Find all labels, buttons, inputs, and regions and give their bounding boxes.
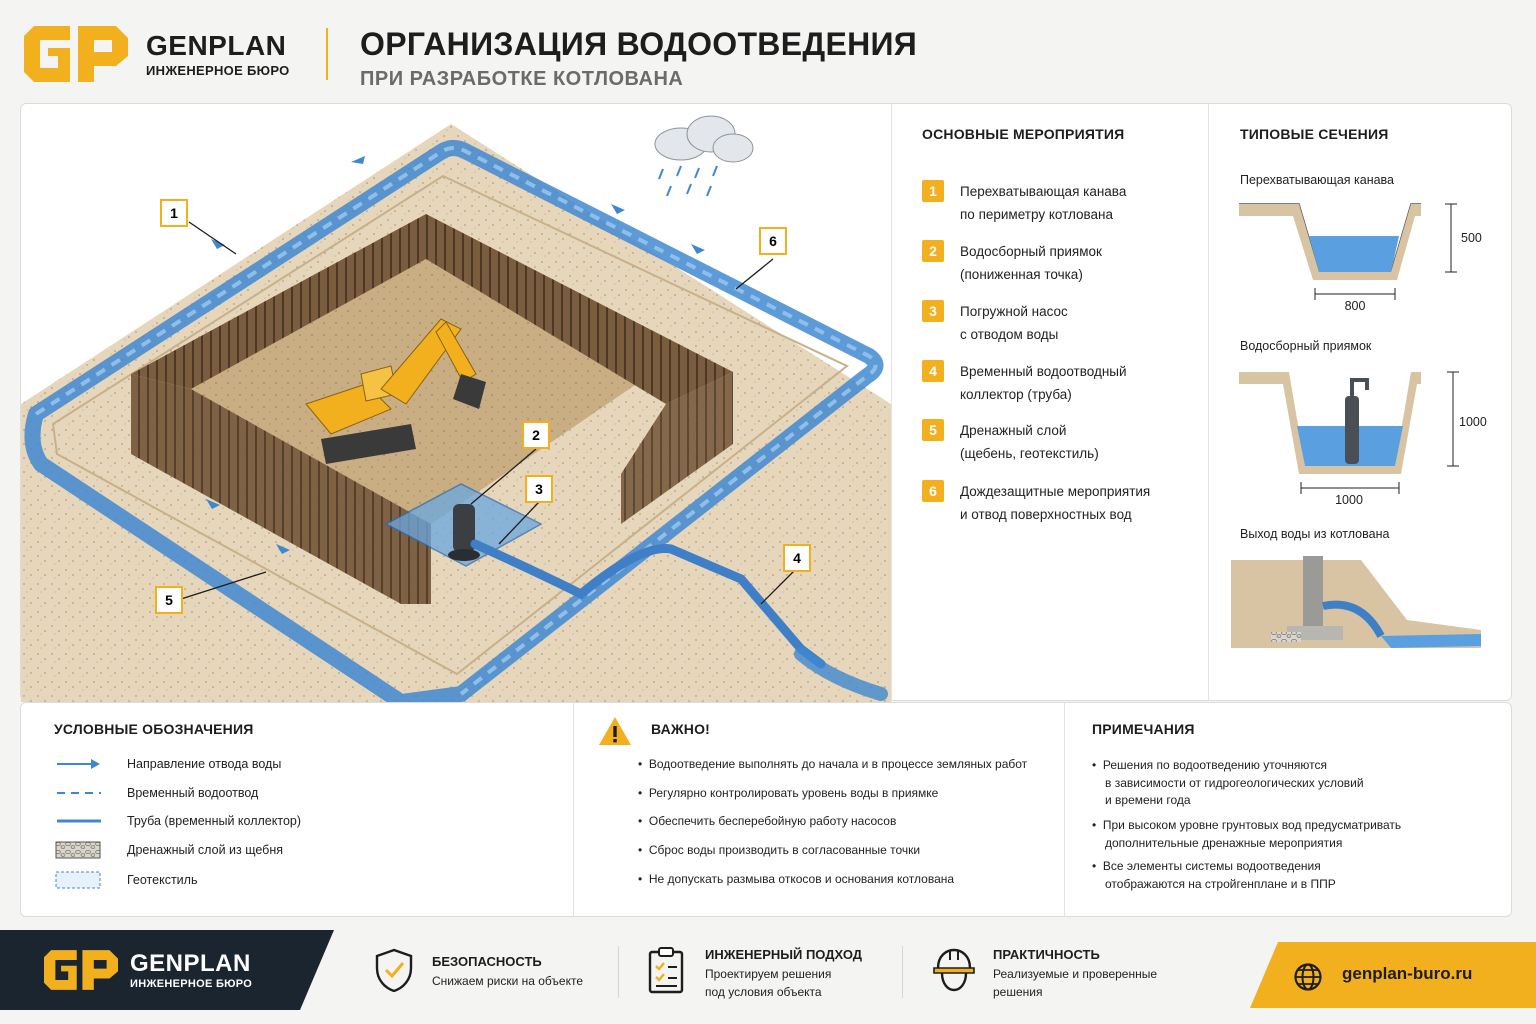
globe-icon bbox=[1294, 963, 1322, 991]
excavator-icon bbox=[305, 318, 486, 464]
feature-text: Проектируем решения под условия объекта bbox=[705, 967, 832, 999]
svg-text:3: 3 bbox=[535, 481, 543, 497]
legend-title: УСЛОВНЫЕ ОБОЗНАЧЕНИЯ bbox=[54, 721, 254, 737]
svg-text:4: 4 bbox=[793, 550, 801, 566]
column-divider bbox=[1064, 703, 1065, 916]
callout-4: 4 bbox=[783, 544, 811, 572]
notes-title: ПРИМЕЧАНИЯ bbox=[1092, 721, 1195, 737]
callout-3: 3 bbox=[525, 475, 553, 503]
checklist-icon bbox=[648, 947, 684, 994]
feature-text: Снижаем риски на объекте bbox=[432, 974, 583, 988]
page-subtitle: ПРИ РАЗРАБОТКЕ КОТЛОВАНА bbox=[360, 68, 684, 90]
dashed-line-icon bbox=[57, 792, 101, 794]
hard-hat-worker-icon bbox=[933, 948, 975, 992]
important-item: • Регулярно контролировать уровень воды … bbox=[638, 786, 939, 800]
footer-brand-subtitle: ИНЖЕНЕРНОЕ БЮРО bbox=[130, 978, 253, 990]
footer-site-block bbox=[1250, 942, 1536, 1008]
feature-divider bbox=[618, 946, 619, 998]
sump-section-drawing: 1000 1000 bbox=[1239, 371, 1487, 506]
collector-pipe bbox=[470, 539, 826, 669]
sheet-pile-wall bbox=[131, 214, 426, 389]
svg-text:5: 5 bbox=[165, 592, 173, 608]
main-panel: 1 2 3 4 5 6 ОСНОВНЫЕ МЕРОПРИЯТИЯ 1 Перехв… bbox=[20, 103, 1512, 702]
outlet-section-label: Выход воды из котлована bbox=[1240, 527, 1390, 541]
brand-name: GENPLAN bbox=[146, 30, 287, 61]
svg-text:2: 2 bbox=[532, 427, 540, 443]
geotextile-hatch-icon bbox=[55, 871, 101, 889]
header: GENPLAN ИНЖЕНЕРНОЕ БЮРО ОРГАНИЗАЦИЯ ВОДО… bbox=[0, 0, 1536, 100]
footer: GENPLAN ИНЖЕНЕРНОЕ БЮРО БЕЗОПАСНОСТЬ Сни… bbox=[0, 928, 1536, 1024]
ditch-section-drawing: 500 800 bbox=[1239, 203, 1482, 312]
warning-icon bbox=[599, 717, 631, 745]
svg-text:1000: 1000 bbox=[1335, 493, 1363, 506]
callout-6: 6 bbox=[759, 227, 787, 255]
footer-brand-block bbox=[0, 930, 334, 1010]
info-panel: УСЛОВНЫЕ ОБОЗНАЧЕНИЯ Направление отвода … bbox=[20, 702, 1512, 917]
note-item: • Все элементы системы водоотведения ото… bbox=[1092, 859, 1336, 891]
ditch-section-label: Перехватывающая канава bbox=[1240, 173, 1395, 187]
note-item: • При высоком уровне грунтовых вод преду… bbox=[1092, 818, 1402, 850]
callout-1: 1 bbox=[160, 199, 188, 227]
outlet-section-drawing bbox=[1231, 556, 1481, 648]
arrow-line-icon bbox=[57, 759, 100, 769]
footer-brand-name: GENPLAN bbox=[130, 950, 251, 977]
solid-line-icon bbox=[57, 819, 101, 823]
important-item: • Сброс воды производить в согласованные… bbox=[638, 843, 921, 857]
genplan-logo-icon bbox=[44, 950, 118, 990]
svg-text:1000: 1000 bbox=[1459, 415, 1487, 429]
column-divider bbox=[891, 104, 892, 700]
feature-title: БЕЗОПАСНОСТЬ bbox=[432, 954, 542, 969]
feature-divider bbox=[902, 946, 903, 998]
feature-title: ИНЖЕНЕРНЫЙ ПОДХОД bbox=[705, 947, 863, 962]
measures-title: ОСНОВНЫЕ МЕРОПРИЯТИЯ bbox=[922, 126, 1125, 142]
excavation-diagram: 1 2 3 4 5 6 bbox=[21, 115, 891, 702]
callout-5: 5 bbox=[155, 586, 183, 614]
page-title: ОРГАНИЗАЦИЯ ВОДООТВЕДЕНИЯ bbox=[360, 26, 918, 62]
pump-icon bbox=[453, 504, 475, 552]
sump-section-label: Водосборный приямок bbox=[1240, 339, 1372, 353]
svg-text:6: 6 bbox=[769, 233, 777, 249]
important-item: • Не допускать размыва откосов и основан… bbox=[638, 872, 955, 886]
genplan-logo-icon bbox=[24, 26, 128, 82]
shield-check-icon bbox=[375, 948, 413, 992]
important-item: • Обеспечить бесперебойную работу насосо… bbox=[638, 814, 897, 828]
important-item: • Водоотведение выполнять до начала и в … bbox=[638, 757, 1028, 771]
header-divider bbox=[326, 28, 328, 80]
feature-text: Реализуемые и проверенные решения bbox=[993, 967, 1158, 999]
important-title: ВАЖНО! bbox=[651, 721, 711, 737]
svg-text:800: 800 bbox=[1345, 299, 1366, 312]
svg-text:1: 1 bbox=[170, 205, 178, 221]
column-divider bbox=[1208, 104, 1209, 700]
gravel-hatch-icon bbox=[55, 841, 101, 859]
brand-subtitle: ИНЖЕНЕРНОЕ БЮРО bbox=[146, 63, 290, 78]
feature-title: ПРАКТИЧНОСТЬ bbox=[993, 947, 1100, 962]
website-link[interactable]: genplan-buro.ru bbox=[1342, 964, 1473, 983]
column-divider bbox=[573, 703, 574, 916]
callout-2: 2 bbox=[522, 421, 550, 449]
note-item: • Решения по водоотведению уточняются в … bbox=[1092, 758, 1364, 807]
sections-title: ТИПОВЫЕ СЕЧЕНИЯ bbox=[1240, 126, 1389, 142]
svg-text:500: 500 bbox=[1461, 231, 1482, 245]
rain-cloud-icon bbox=[654, 115, 754, 197]
